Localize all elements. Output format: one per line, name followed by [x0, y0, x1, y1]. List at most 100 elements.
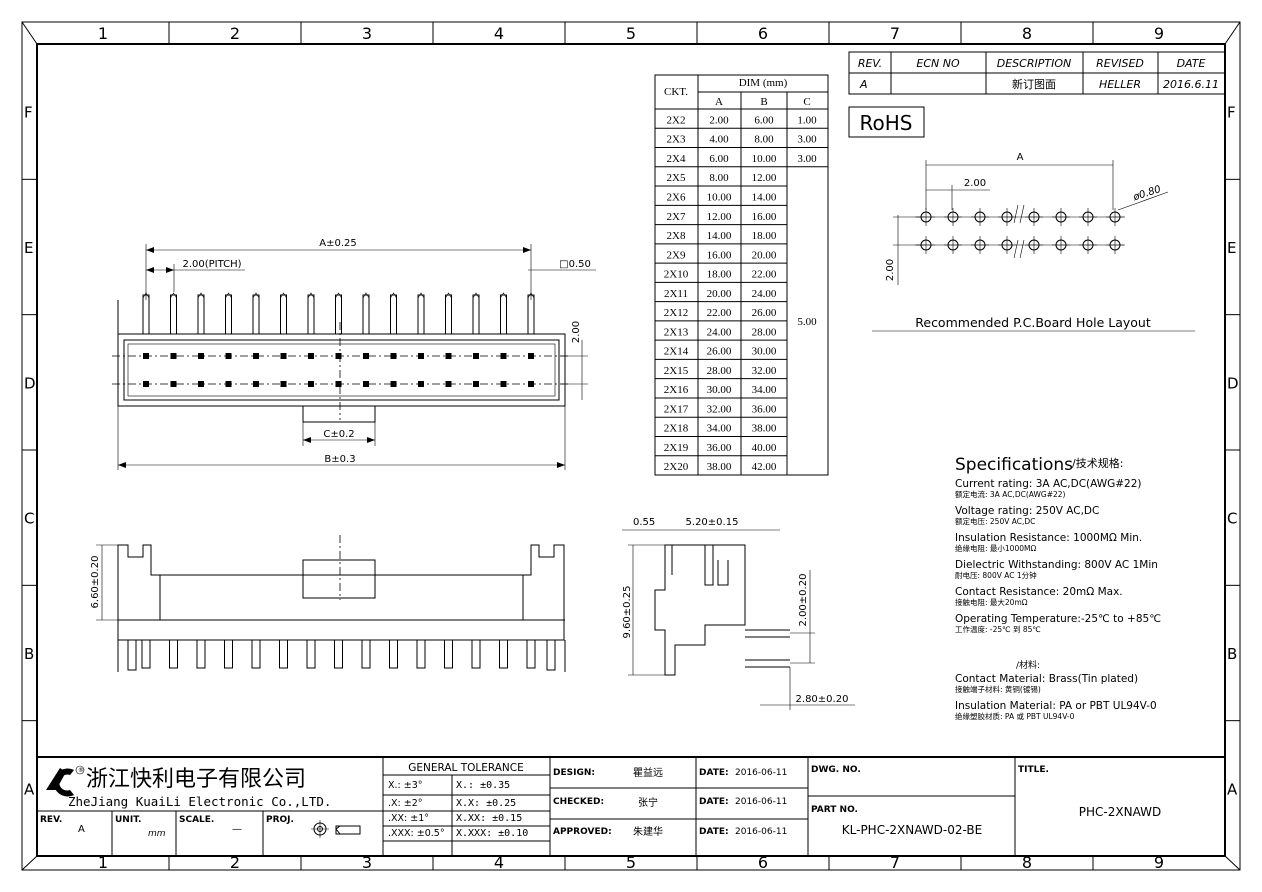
spec-item-en: Current rating: 3A AC,DC(AWG#22): [955, 478, 1142, 490]
spec-item-cn: 工作温度: -25℃ 到 85℃: [955, 624, 1041, 634]
rev-header-description: DESCRIPTION: [997, 57, 1071, 70]
title-block: ® 浙江快利电子有限公司 ZheJiang KuaiLi Electronic …: [37, 756, 1225, 856]
tolerance-angle: .XX: ±1°: [388, 813, 429, 824]
dim-row-a: 22.00: [707, 307, 732, 319]
dim-b: B±0.3: [324, 454, 355, 465]
dim-row-ckt: 2X11: [664, 288, 688, 300]
col-header-a: A: [715, 96, 723, 108]
dim-row-ckt: 2X9: [667, 249, 686, 261]
pin-tail: [251, 639, 261, 669]
spec-title-cn: /技术规格:: [1072, 456, 1123, 470]
dim-row-b: 16.00: [752, 211, 777, 223]
front-view: 6.60±0.20: [90, 535, 566, 672]
dim-row-a: 18.00: [707, 269, 732, 281]
pin-lead: [335, 294, 342, 335]
pin-square: [143, 381, 149, 387]
dim-row-b: 32.00: [752, 365, 777, 377]
material-item-en: Contact Material: Brass(Tin plated): [955, 673, 1138, 685]
pin-square: [308, 353, 314, 359]
outer-frame: [21, 21, 1241, 871]
pin-square: [390, 381, 397, 387]
dim-row-ckt: 2X17: [664, 403, 689, 415]
approved-value: 朱建华: [633, 825, 663, 838]
side-d1: 0.55: [633, 517, 655, 528]
pin-tail: [196, 639, 206, 669]
grid-row-label-left: C: [24, 510, 34, 528]
side-d2: 5.20±0.15: [686, 517, 739, 528]
dim-row-a: 24.00: [707, 326, 732, 338]
dim-row-b: 28.00: [752, 326, 777, 338]
pin-lead: [142, 294, 150, 335]
pin-square: [390, 353, 397, 359]
dim-row-ckt: 2X7: [667, 211, 686, 223]
dim-row-a: 12.00: [707, 211, 732, 223]
spec-item-cn: 额定电流: 3A AC,DC(AWG#22): [955, 489, 1066, 499]
pin-square: [280, 381, 287, 387]
dim-row-b: 34.00: [752, 384, 777, 396]
pin-tail: [279, 639, 288, 669]
specifications: Specifications /技术规格: Current rating: 3A…: [955, 455, 1161, 721]
company-name-en: ZheJiang KuaiLi Electronic Co.,LTD.: [68, 794, 331, 809]
dim-row-b: 26.00: [752, 307, 777, 319]
date-label-2: DATE:: [699, 797, 729, 807]
pin-tail: [224, 639, 233, 669]
dim-row-a: 20.00: [707, 288, 732, 300]
rev-value-description: 新订图面: [1012, 77, 1056, 91]
dim-row-c: 3.00: [797, 134, 817, 146]
dim-row-ckt: 2X19: [664, 442, 689, 454]
pin-square: [335, 353, 342, 359]
pin-square: [528, 381, 534, 387]
dim-row-a: 26.00: [707, 346, 732, 358]
pin-tail: [361, 639, 371, 669]
grid-col-label-top: 6: [758, 24, 768, 43]
material-item-cn: 接触端子材料: 黄铜(镀锡): [955, 684, 1041, 694]
date-label-3: DATE:: [699, 827, 729, 837]
pin-lead: [252, 294, 260, 335]
dim-row-b: 42.00: [752, 461, 777, 473]
side-tail: 2.80±0.20: [796, 694, 849, 705]
grid-col-label-bottom: 4: [494, 853, 504, 872]
pin-tail: [471, 639, 481, 669]
rev-header-ecn: ECN NO: [916, 57, 960, 70]
dim-row-ckt: 2X16: [664, 384, 689, 396]
pcb-pitch-v: 2.00: [885, 259, 896, 281]
pin-square: [225, 381, 232, 387]
pin-tail: [306, 639, 316, 669]
pin-lead: [280, 294, 287, 335]
grid-row-label-right: A: [1227, 780, 1238, 798]
dim-row-a: 38.00: [707, 461, 732, 473]
dim-row-b: 12.00: [752, 172, 777, 184]
grid-col-label-top: 9: [1154, 24, 1164, 43]
grid-row-label-right: B: [1227, 645, 1237, 663]
rev-value-date: 2016.6.11: [1163, 78, 1219, 91]
pin-lead: [527, 294, 535, 335]
pin-tail: [169, 639, 178, 669]
side-view: 0.55 5.20±0.15 9.60±0.25 2.00±0.20 2.80±…: [622, 517, 855, 710]
spec-title: Specifications: [955, 455, 1073, 475]
date-value-3: 2016-06-11: [735, 827, 787, 837]
spec-item-en: Dielectric Withstanding: 800V AC 1Min: [955, 559, 1158, 571]
rev-header-rev: REV.: [858, 57, 882, 70]
rohs-label: RoHS: [860, 111, 913, 135]
pin-tail: [389, 639, 398, 669]
pcb-hole-dia: ø0.80: [1131, 184, 1162, 204]
dim-row-b: 24.00: [752, 288, 777, 300]
dim-row-ckt: 2X13: [664, 326, 689, 338]
dim-row-a: 30.00: [707, 384, 732, 396]
rev-header-revised: REVISED: [1096, 57, 1144, 70]
projection-symbol: [311, 820, 361, 838]
company-name-cn: 浙江快利电子有限公司: [86, 767, 306, 792]
rev-header-date: DATE: [1177, 57, 1206, 70]
dim-row-c: 3.00: [797, 153, 817, 165]
design-label: DESIGN:: [553, 768, 595, 778]
grid-col-label-top: 7: [890, 24, 900, 43]
grid-row-label-right: E: [1227, 239, 1236, 257]
pcb-hole-layout: A 2.00 2.00 ø0.80 Recommended P.C.Board …: [872, 152, 1195, 332]
dim-row-ckt: 2X6: [667, 192, 686, 204]
col-header-c: C: [803, 96, 810, 108]
pin-square: [170, 381, 177, 387]
dim-row-a: 16.00: [707, 249, 732, 261]
tolerance-linear: X.XX: ±0.15: [456, 813, 522, 824]
pin-square: [335, 381, 342, 387]
dim-row-b: 20.00: [752, 249, 777, 261]
